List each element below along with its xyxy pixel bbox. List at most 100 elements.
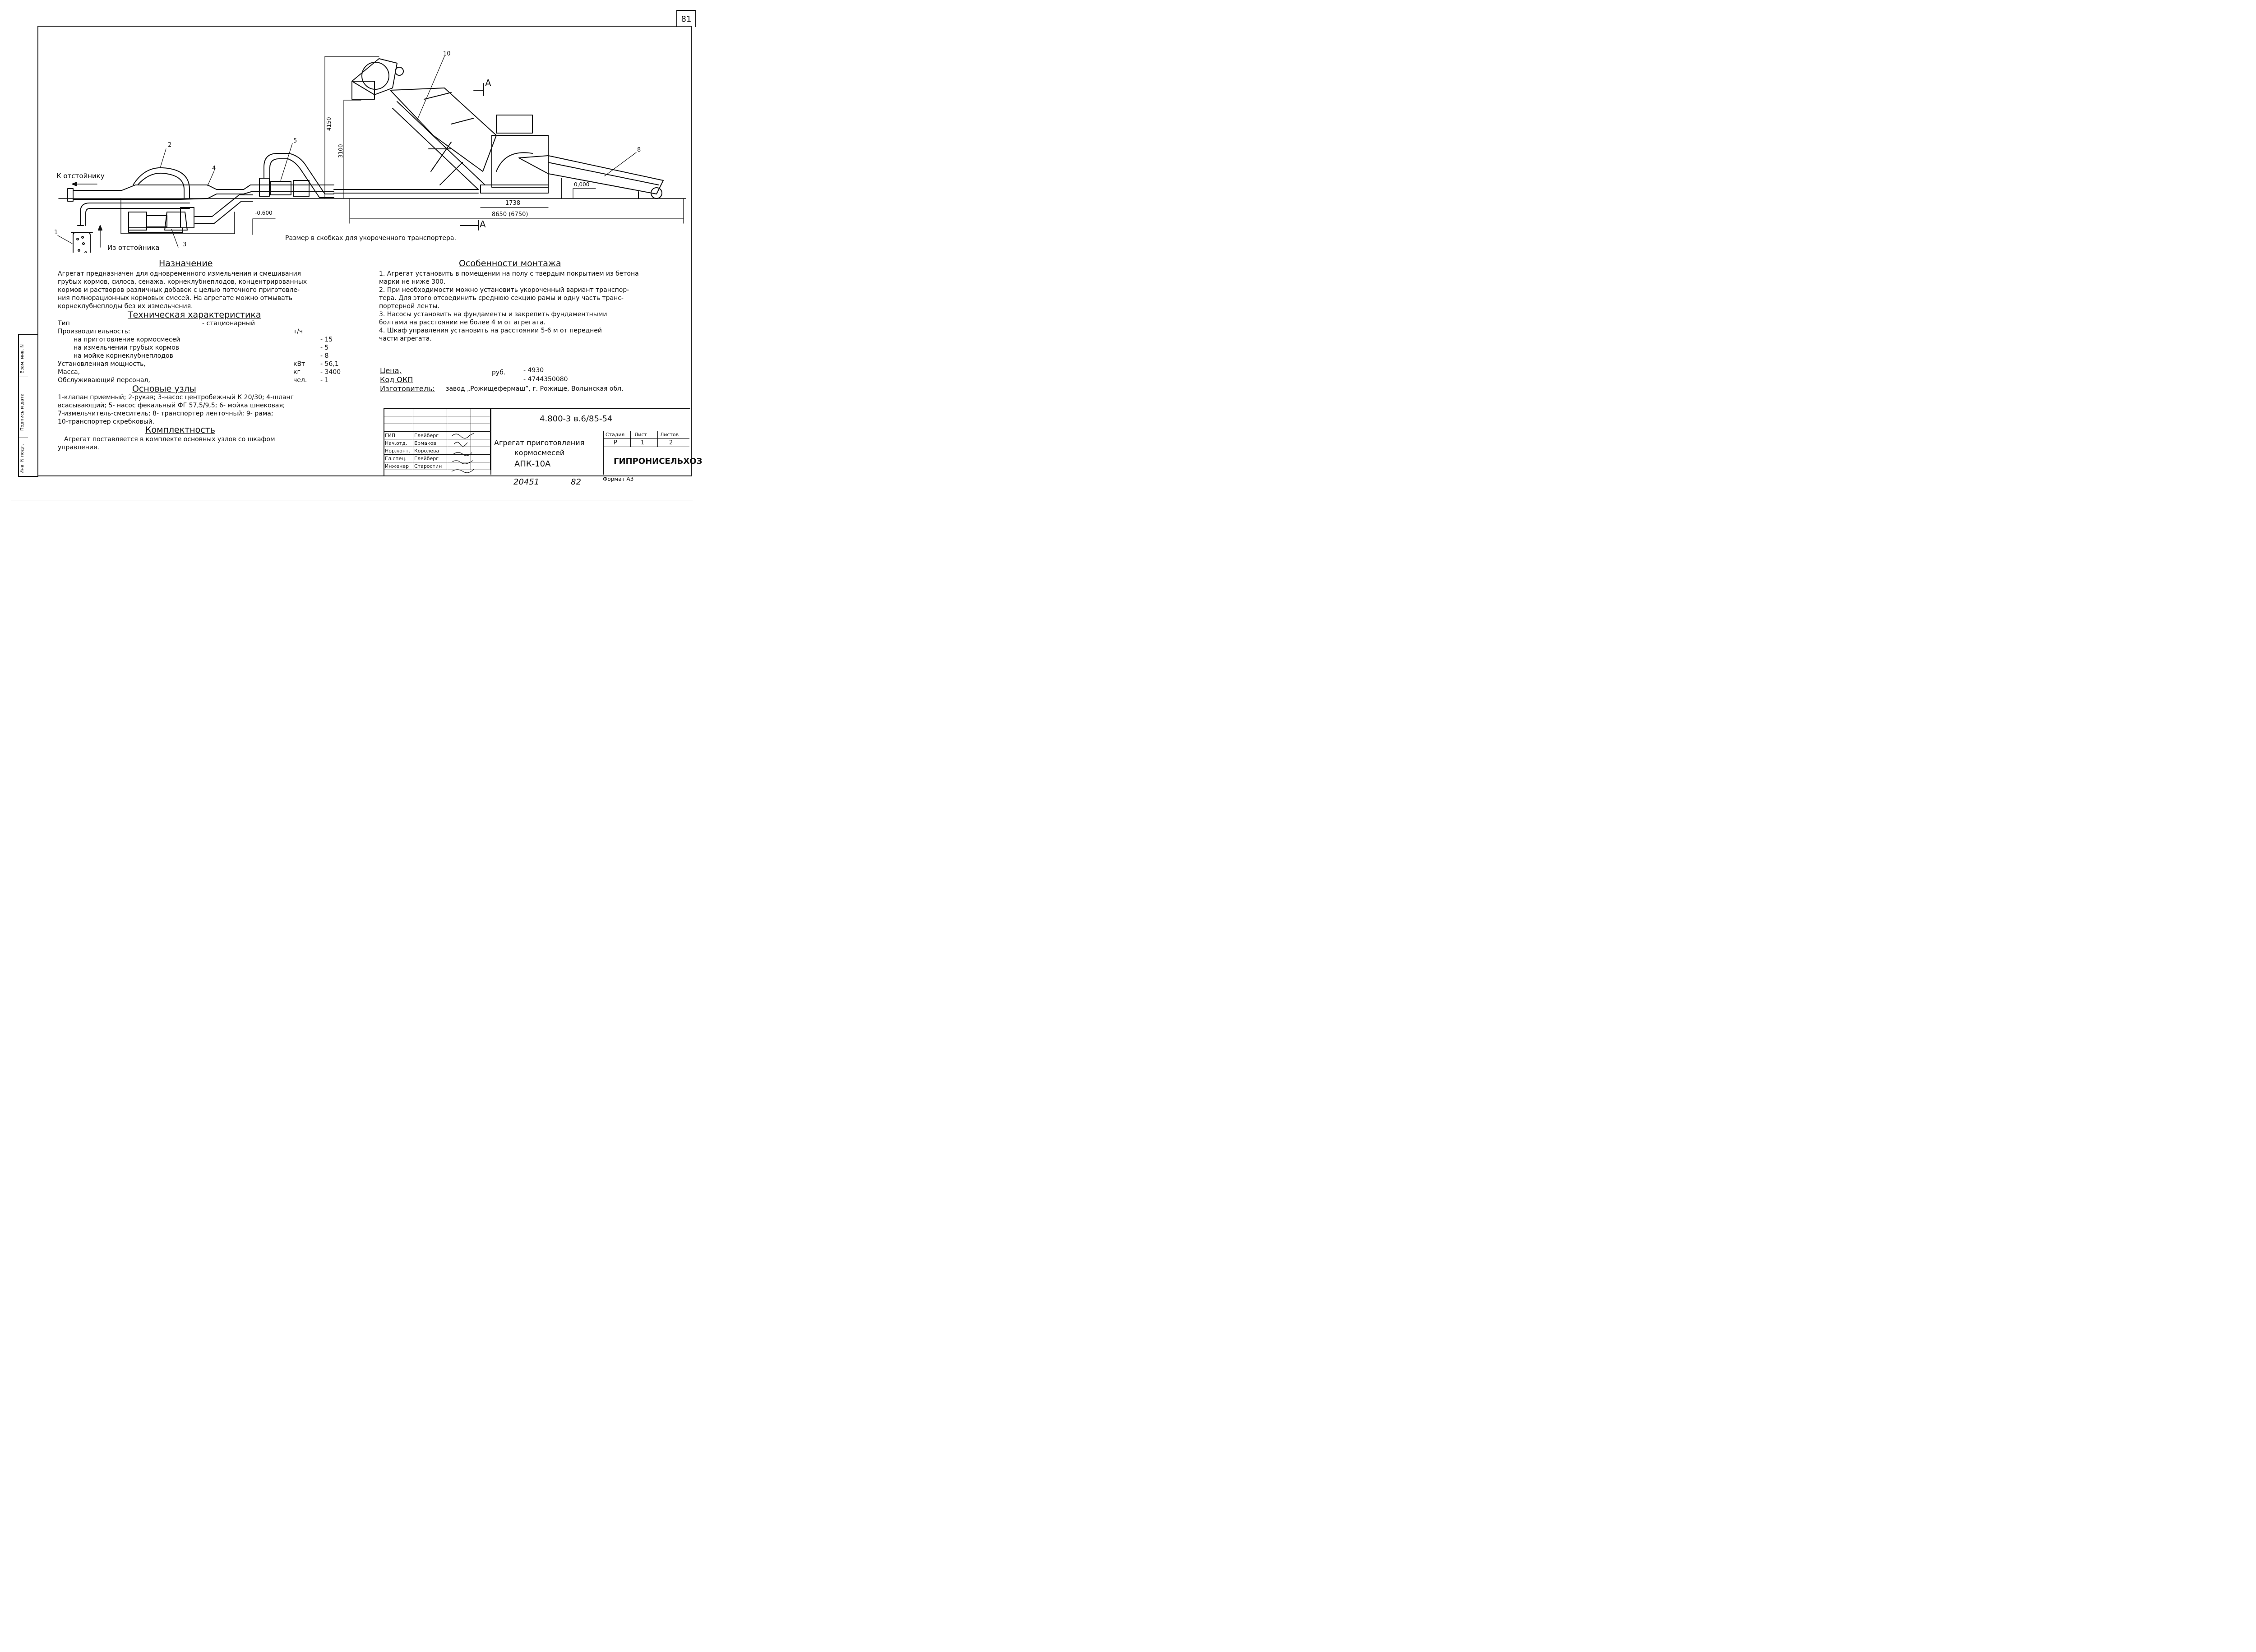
stage-value: Р bbox=[614, 439, 617, 446]
purpose-line: Агрегат предназначен для одновременного … bbox=[58, 270, 301, 277]
strip-label-replace: Взам. инв. N bbox=[20, 344, 25, 374]
tech-value: - 56,1 bbox=[320, 360, 339, 368]
dim-3100: 3100 bbox=[337, 144, 344, 158]
mounting-line: 1. Агрегат установить в помещении на пол… bbox=[379, 270, 639, 277]
title-line2: кормосмесей bbox=[514, 448, 565, 457]
tech-unit: кг bbox=[293, 369, 300, 376]
units-line: 10-транспортер скребковый. bbox=[58, 418, 155, 425]
left-stamp-strip bbox=[18, 334, 38, 477]
title-block-divider bbox=[490, 408, 491, 475]
callout-3: 3 bbox=[183, 241, 187, 248]
price-value: - 4930 bbox=[523, 367, 544, 374]
signer-role: Гл.спец. bbox=[384, 454, 413, 462]
signer-role: Нор.конт. bbox=[384, 447, 413, 455]
tech-value: - 8 bbox=[320, 352, 329, 360]
sheet-value: 1 bbox=[641, 439, 645, 446]
tech-value: - стационарный bbox=[202, 320, 255, 327]
callout-1: 1 bbox=[54, 229, 58, 236]
sheets-header: Листов bbox=[660, 432, 679, 438]
purpose-line: корнеклубнеплоды без их измельчения. bbox=[58, 303, 193, 310]
kit-line: Агрегат поставляется в комплекте основны… bbox=[64, 436, 275, 443]
maker-label: Изготовитель: bbox=[380, 384, 435, 393]
tech-value: - 3400 bbox=[320, 369, 341, 376]
dim-1738: 1738 bbox=[505, 200, 521, 207]
label-to-settler: К отстойнику bbox=[56, 172, 105, 180]
tech-row: Масса, кг - 3400 bbox=[58, 368, 356, 376]
callout-5: 5 bbox=[293, 138, 297, 144]
tech-unit: кВт bbox=[293, 360, 305, 368]
doc-code: 4.800-3 в.6/85-54 bbox=[540, 414, 613, 424]
tech-label: на приготовление кормосмесей bbox=[74, 336, 180, 343]
tech-label: Производительность: bbox=[58, 328, 130, 335]
tech-label: на мойке корнеклубнеплодов bbox=[74, 352, 173, 360]
mounting-text: 1. Агрегат установить в помещении на пол… bbox=[379, 270, 639, 343]
section-a-bottom: А bbox=[480, 219, 486, 230]
drawing-note: Размер в скобках для укороченного трансп… bbox=[285, 235, 456, 242]
sheet-header: Лист bbox=[634, 432, 647, 438]
tech-label: Масса, bbox=[58, 369, 80, 376]
tech-row: Обслуживающий персонал, чел. - 1 bbox=[58, 376, 356, 384]
signer-name: Королева bbox=[413, 447, 447, 455]
mounting-line: 3. Насосы установить на фундаменты и зак… bbox=[379, 311, 607, 318]
purpose-line: кормов и растворов различных добавок с ц… bbox=[58, 286, 300, 294]
section-a-top: А bbox=[485, 78, 491, 88]
level-minus-0600: -0,600 bbox=[255, 210, 273, 216]
signatures-scribble bbox=[451, 433, 475, 473]
callout-2: 2 bbox=[168, 142, 172, 148]
callout-8: 8 bbox=[637, 147, 641, 153]
purpose-line: ния полнорационных кормовых смесей. На а… bbox=[58, 295, 293, 302]
units-line: 1-клапан приемный; 2-рукав; 3-насос цент… bbox=[58, 394, 294, 401]
purpose-line: грубых кормов, силоса, сенажа, корнеклуб… bbox=[58, 278, 307, 286]
title-block-vline bbox=[630, 431, 631, 447]
title-line1: Агрегат приготовления bbox=[494, 438, 585, 447]
mounting-line: болтами на расстоянии не более 4 м от аг… bbox=[379, 319, 546, 326]
tech-value: - 1 bbox=[320, 377, 329, 384]
signer-name: Глейберг bbox=[413, 431, 447, 439]
strip-cell-sign bbox=[19, 378, 28, 438]
tech-table: Тип - стационарный Производительность: т… bbox=[58, 319, 356, 384]
equipment-drawing bbox=[57, 56, 686, 253]
mounting-line: марки не ниже 300. bbox=[379, 278, 446, 286]
kit-line: управления. bbox=[58, 444, 99, 451]
okp-label: Код ОКП bbox=[380, 375, 413, 384]
title-block-vline bbox=[603, 431, 604, 475]
units-text: 1-клапан приемный; 2-рукав; 3-насос цент… bbox=[58, 393, 294, 426]
drawing-frame bbox=[37, 26, 692, 476]
tech-unit: т/ч bbox=[293, 328, 303, 335]
sheet-number: 81 bbox=[676, 10, 696, 27]
tech-row: Тип - стационарный bbox=[58, 319, 356, 328]
mounting-heading: Особенности монтажа bbox=[459, 258, 561, 268]
organization: ГИПРОНИСЕЛЬХОЗ bbox=[614, 457, 703, 466]
tech-label: Обслуживающий персонал, bbox=[58, 377, 150, 384]
units-line: всасывающий; 5- насос фекальный ФГ 57,5/… bbox=[58, 402, 285, 409]
signer-name: Глейберг bbox=[413, 454, 447, 462]
tech-unit: чел. bbox=[293, 377, 307, 384]
tech-value: - 5 bbox=[320, 344, 329, 351]
purpose-text: Агрегат предназначен для одновременного … bbox=[58, 270, 307, 310]
page-number: 82 bbox=[571, 477, 581, 487]
callout-10: 10 bbox=[443, 51, 451, 57]
title-block-hline bbox=[603, 438, 689, 439]
level-0000: 0,000 bbox=[574, 181, 590, 188]
signer-role: Инженер bbox=[384, 462, 413, 470]
callout-4: 4 bbox=[212, 165, 216, 172]
stage-header: Стадия bbox=[606, 432, 625, 438]
strip-label-inv: Инв. N подл. bbox=[20, 443, 25, 474]
tech-row: на приготовление кормосмесей - 15 bbox=[58, 336, 356, 344]
signer-role: Нач.отд. bbox=[384, 439, 413, 447]
tech-row: Установленная мощность, кВт - 56,1 bbox=[58, 360, 356, 368]
signer-role: ГИП bbox=[384, 431, 413, 439]
units-heading: Основые узлы bbox=[132, 384, 196, 394]
tech-row: на мойке корнеклубнеплодов - 8 bbox=[58, 352, 356, 360]
units-line: 7-измельчитель-смеситель; 8- транспортер… bbox=[58, 410, 273, 417]
maker-value: завод „Рожищефермаш”, г. Рожище, Волынск… bbox=[446, 385, 624, 392]
inventory-number: 20451 bbox=[513, 477, 540, 487]
mounting-line: части агрегата. bbox=[379, 335, 432, 342]
dim-8650: 8650 (6750) bbox=[492, 211, 528, 218]
signer-name: Старостин bbox=[413, 462, 447, 470]
tech-label: на измельчении грубых кормов bbox=[74, 344, 180, 351]
mounting-line: портерной ленты. bbox=[379, 303, 439, 310]
dim-4150: 4150 bbox=[326, 117, 332, 131]
mounting-line: 2. При необходимости можно установить ук… bbox=[379, 286, 629, 294]
sheets-value: 2 bbox=[669, 439, 673, 446]
